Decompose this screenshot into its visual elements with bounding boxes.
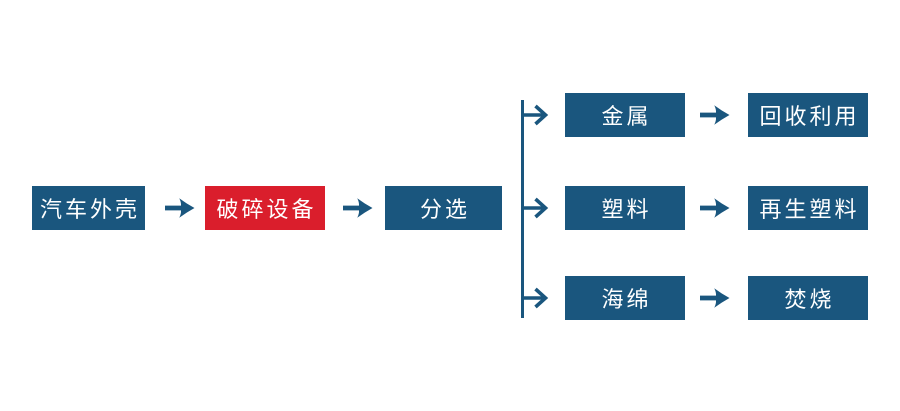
node-car-shell: 汽车外壳: [32, 186, 145, 230]
node-recycling-reuse: 回收利用: [748, 93, 868, 137]
node-plastic: 塑料: [565, 186, 685, 230]
right-arrow-icon: [699, 196, 731, 220]
branch-arrow-icon: [522, 195, 551, 221]
branch-arrow-icon: [522, 102, 551, 128]
right-arrow-icon: [342, 196, 374, 220]
branch-arrow-icon: [522, 285, 551, 311]
node-metal: 金属: [565, 93, 685, 137]
right-arrow-icon: [699, 286, 731, 310]
node-incineration: 焚烧: [748, 276, 868, 320]
right-arrow-icon: [699, 103, 731, 127]
node-sponge: 海绵: [565, 276, 685, 320]
node-recycled-plastic: 再生塑料: [748, 186, 868, 230]
right-arrow-icon: [164, 196, 196, 220]
node-sorting: 分选: [385, 186, 502, 230]
node-crushing-equipment: 破碎设备: [205, 186, 325, 230]
